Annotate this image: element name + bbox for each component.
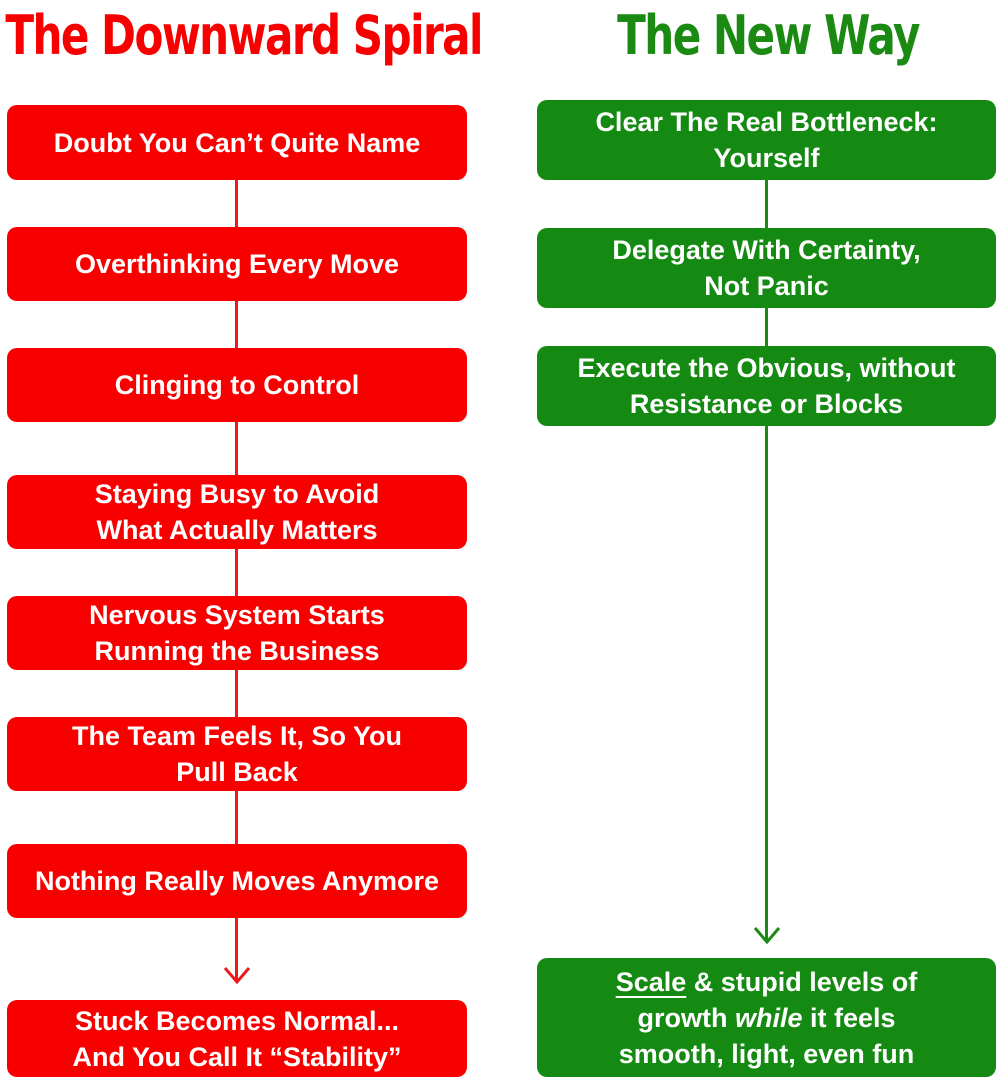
- final-line-1-rest: & stupid levels of: [686, 966, 918, 997]
- while-word: while: [734, 1002, 803, 1033]
- step-text-line-1: Staying Busy to Avoid: [94, 479, 380, 509]
- step-text-line-2: Running the Business: [94, 636, 380, 666]
- spiral-step-7: Nothing Really Moves Anymore: [7, 844, 467, 918]
- left-connector: [235, 549, 238, 596]
- spiral-step-1: Doubt You Can’t Quite Name: [7, 105, 467, 180]
- left-connector: [235, 670, 238, 717]
- final-line-2-pre: growth: [637, 1002, 735, 1033]
- step-text: Nothing Really Moves Anymore: [34, 866, 440, 896]
- step-text: Clinging to Control: [114, 370, 360, 400]
- final-line-2: growth while it feels: [637, 1000, 895, 1036]
- step-text-line-1: Stuck Becomes Normal...: [74, 1005, 400, 1036]
- scale-word: Scale: [615, 966, 687, 997]
- step-text-line-1: Clear The Real Bottleneck:: [595, 107, 938, 137]
- step-text-line-1: Nervous System Starts: [89, 600, 385, 630]
- left-arrow-head-icon: [223, 967, 251, 985]
- spiral-step-8: Stuck Becomes Normal... And You Call It …: [7, 1000, 467, 1077]
- new-way-final-outcome: Scale & stupid levels of growth while it…: [537, 958, 996, 1077]
- final-line-2-post: it feels: [802, 1002, 896, 1033]
- step-text-line-1: The Team Feels It, So You: [71, 721, 403, 751]
- right-connector: [765, 426, 768, 940]
- final-line-1: Scale & stupid levels of: [616, 964, 918, 1000]
- final-line-3: smooth, light, even fun: [618, 1038, 915, 1069]
- left-connector: [235, 918, 238, 980]
- step-text-line-2: What Actually Matters: [96, 515, 378, 545]
- new-way-step-3: Execute the Obvious, without Resistance …: [537, 346, 996, 426]
- left-connector: [235, 791, 238, 844]
- left-column-title: The Downward Spiral: [5, 4, 483, 67]
- new-way-step-1: Clear The Real Bottleneck: Yourself: [537, 100, 996, 180]
- step-text: Overthinking Every Move: [74, 249, 400, 279]
- step-text-line-2: Yourself: [713, 143, 820, 173]
- right-connector: [765, 180, 768, 228]
- right-connector: [765, 308, 768, 346]
- right-column-title: The New Way: [617, 4, 920, 67]
- step-text-line-1: Delegate With Certainty,: [612, 235, 921, 265]
- left-connector: [235, 422, 238, 475]
- left-connector: [235, 301, 238, 348]
- step-text-line-1: Execute the Obvious, without: [577, 353, 956, 383]
- step-text-line-2: Not Panic: [704, 271, 829, 301]
- spiral-step-4: Staying Busy to Avoid What Actually Matt…: [7, 475, 467, 549]
- step-text: Doubt You Can’t Quite Name: [53, 127, 421, 158]
- spiral-step-6: The Team Feels It, So You Pull Back: [7, 717, 467, 791]
- spiral-step-5: Nervous System Starts Running the Busine…: [7, 596, 467, 670]
- step-text-line-2: And You Call It “Stability”: [72, 1041, 402, 1072]
- spiral-step-3: Clinging to Control: [7, 348, 467, 422]
- new-way-step-2: Delegate With Certainty, Not Panic: [537, 228, 996, 308]
- left-connector: [235, 180, 238, 227]
- step-text-line-2: Resistance or Blocks: [629, 389, 904, 419]
- spiral-step-2: Overthinking Every Move: [7, 227, 467, 301]
- right-arrow-head-icon: [753, 927, 781, 945]
- step-text-line-2: Pull Back: [176, 757, 298, 787]
